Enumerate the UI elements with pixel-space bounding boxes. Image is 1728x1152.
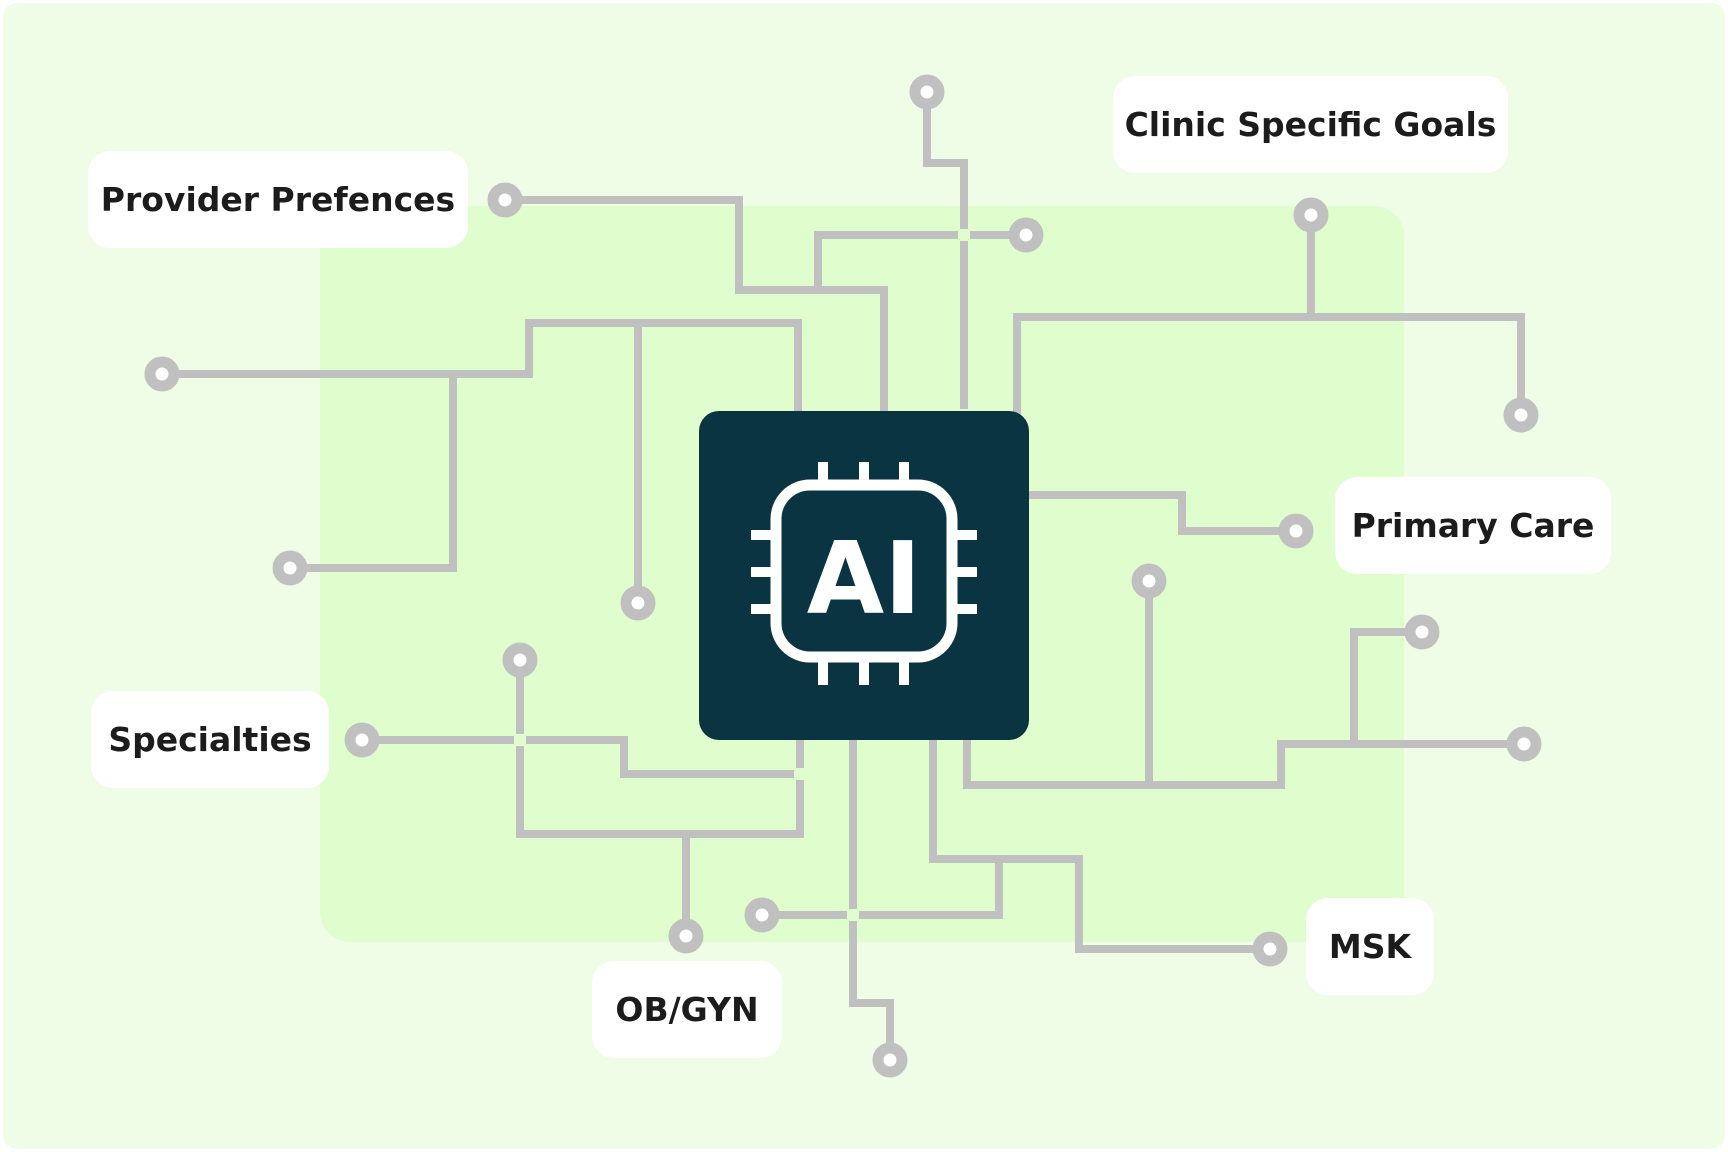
label-text: Provider Prefences	[100, 180, 456, 219]
chip-pins	[751, 462, 977, 685]
terminal-node	[502, 642, 538, 678]
crossing	[958, 229, 970, 241]
crossing	[794, 768, 806, 780]
terminal-node	[1278, 513, 1314, 549]
label-primary-care: Primary Care	[1335, 477, 1611, 574]
trace	[849, 736, 894, 1064]
terminal-node	[344, 722, 380, 758]
terminal-node	[1293, 197, 1329, 233]
trace	[286, 370, 457, 572]
terminal-nodes	[144, 74, 1542, 1078]
terminal-node	[487, 182, 523, 218]
label-specialties: Specialties	[91, 691, 329, 788]
trace	[758, 855, 1003, 919]
terminal-node	[272, 550, 308, 586]
trace	[814, 231, 1030, 294]
ai-chip: AI	[699, 411, 1029, 740]
label-text: Specialties	[108, 720, 312, 759]
trace	[923, 88, 968, 409]
chip-label: AI	[807, 520, 922, 637]
label-text: OB/GYN	[615, 990, 759, 1029]
terminal-node	[1131, 563, 1167, 599]
crossing	[847, 909, 859, 921]
trace-crossings	[514, 229, 970, 921]
trace	[501, 196, 888, 414]
terminal-node	[1506, 726, 1542, 762]
trace	[1026, 491, 1300, 535]
label-clinic-specific-goals: Clinic Specific Goals	[1113, 76, 1508, 173]
terminal-node	[744, 897, 780, 933]
label-text: Primary Care	[1351, 506, 1595, 545]
terminal-node	[620, 585, 656, 621]
label-text: Clinic Specific Goals	[1124, 105, 1497, 144]
trace	[1013, 313, 1525, 419]
trace	[1350, 628, 1426, 748]
label-msk: MSK	[1306, 898, 1434, 995]
crossing	[514, 734, 526, 746]
label-ob-gyn: OB/GYN	[592, 961, 782, 1058]
terminal-node	[1008, 217, 1044, 253]
terminal-node	[1503, 397, 1539, 433]
terminal-node	[1404, 614, 1440, 650]
trace	[963, 736, 1528, 789]
trace	[358, 736, 804, 778]
trace	[516, 656, 804, 838]
trace	[929, 736, 1274, 953]
terminal-node	[144, 356, 180, 392]
label-text: MSK	[1328, 927, 1412, 966]
terminal-node	[1252, 931, 1288, 967]
trace	[158, 319, 802, 414]
label-provider-preferences: Provider Prefences	[88, 151, 468, 248]
terminal-node	[872, 1042, 908, 1078]
terminal-node	[909, 74, 945, 110]
terminal-node	[668, 918, 704, 954]
